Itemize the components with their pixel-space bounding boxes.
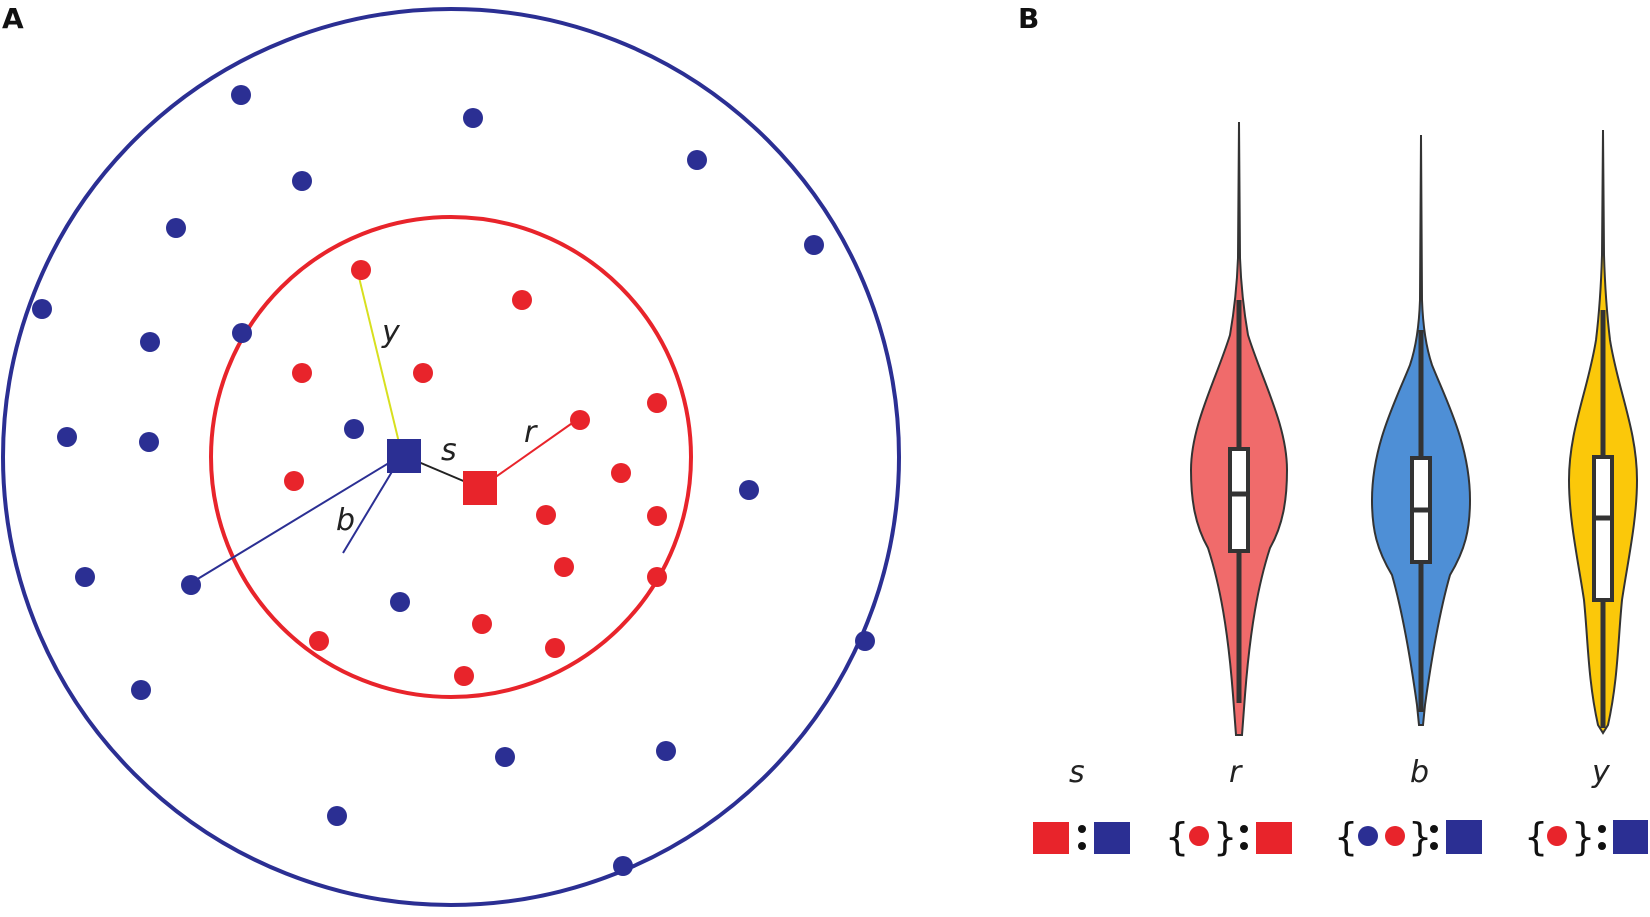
- panel-a: A y s r b: [1, 2, 901, 907]
- blue-dot: [739, 480, 759, 500]
- open-brace-icon: {: [1334, 815, 1358, 859]
- red-square-icon: [1256, 822, 1292, 854]
- blue-dot: [687, 150, 707, 170]
- blue-dot: [327, 806, 347, 826]
- legend-icon-b: { }: [1334, 815, 1482, 859]
- legend-icon-s: [1033, 822, 1130, 854]
- b-line-outer: [190, 454, 403, 584]
- red-dot: [554, 557, 574, 577]
- legend-icon-r: { }: [1165, 815, 1292, 859]
- blue-dot: [613, 856, 633, 876]
- blue-dot: [855, 631, 875, 651]
- legend-icon-y: { }: [1524, 815, 1648, 859]
- blue-square-icon: [1094, 822, 1130, 854]
- colon-dot-icon: [1078, 842, 1086, 850]
- red-dot: [292, 363, 312, 383]
- blue-dot: [32, 299, 52, 319]
- blue-dot: [495, 747, 515, 767]
- blue-dot: [231, 85, 251, 105]
- red-dot: [647, 393, 667, 413]
- blue-dot: [232, 323, 252, 343]
- blue-dot: [75, 567, 95, 587]
- open-brace-icon: {: [1165, 815, 1189, 859]
- category-label-s: s: [1069, 755, 1085, 790]
- close-brace-icon: }: [1213, 815, 1237, 859]
- colon-dot-icon: [1598, 842, 1606, 850]
- red-square-icon: [1033, 822, 1069, 854]
- open-brace-icon: {: [1524, 815, 1548, 859]
- colon-dot-icon: [1240, 825, 1248, 833]
- category-label-r: r: [1229, 755, 1243, 790]
- red-dot: [512, 290, 532, 310]
- outer-circle: [1, 7, 901, 907]
- red-dot: [647, 506, 667, 526]
- s-label: s: [441, 433, 457, 468]
- red-dot: [536, 505, 556, 525]
- red-dot: [545, 638, 565, 658]
- red-dot: [454, 666, 474, 686]
- blue-dot-icon: [1358, 826, 1378, 846]
- blue-square-marker: [387, 439, 421, 473]
- close-brace-icon: }: [1408, 815, 1432, 859]
- blue-dot: [292, 171, 312, 191]
- violin-y-box: [1592, 455, 1614, 602]
- colon-dot-icon: [1430, 842, 1438, 850]
- blue-square-icon: [1613, 820, 1648, 854]
- blue-square-icon: [1446, 820, 1482, 854]
- red-dot-icon: [1385, 826, 1405, 846]
- blue-dot: [181, 575, 201, 595]
- panel-b: B s r b y: [1018, 2, 1648, 859]
- blue-dot: [131, 680, 151, 700]
- red-dot: [309, 631, 329, 651]
- red-dot: [413, 363, 433, 383]
- category-label-y: y: [1591, 755, 1611, 790]
- blue-dot: [804, 235, 824, 255]
- colon-dot-icon: [1078, 825, 1086, 833]
- b-label: b: [336, 503, 355, 538]
- panel-a-label: A: [2, 2, 24, 35]
- red-dot: [647, 567, 667, 587]
- blue-dot: [57, 427, 77, 447]
- red-dots: [284, 260, 667, 686]
- violin-y: [1567, 129, 1639, 735]
- red-dot: [611, 463, 631, 483]
- colon-dot-icon: [1430, 825, 1438, 833]
- red-dot: [570, 410, 590, 430]
- blue-dot: [139, 432, 159, 452]
- colon-dot-icon: [1598, 825, 1606, 833]
- category-label-b: b: [1410, 755, 1429, 790]
- close-brace-icon: }: [1571, 815, 1595, 859]
- violin-b: [1370, 134, 1472, 726]
- red-dot: [472, 614, 492, 634]
- colon-dot-icon: [1240, 842, 1248, 850]
- r-label: r: [524, 415, 538, 450]
- y-label: y: [381, 315, 401, 350]
- blue-dot: [463, 108, 483, 128]
- y-line: [356, 268, 403, 456]
- blue-dot: [140, 332, 160, 352]
- violin-r-box: [1228, 447, 1250, 553]
- blue-dot: [166, 218, 186, 238]
- red-dot-icon: [1547, 826, 1567, 846]
- violin-r: [1189, 121, 1289, 736]
- panel-b-label: B: [1018, 2, 1039, 35]
- red-dot: [284, 471, 304, 491]
- blue-dots: [32, 85, 875, 876]
- red-dot: [351, 260, 371, 280]
- blue-dot: [344, 419, 364, 439]
- blue-dot: [390, 592, 410, 612]
- red-square-marker: [463, 471, 497, 505]
- blue-dot: [656, 741, 676, 761]
- red-dot-icon: [1189, 826, 1209, 846]
- inner-circle: [209, 215, 693, 699]
